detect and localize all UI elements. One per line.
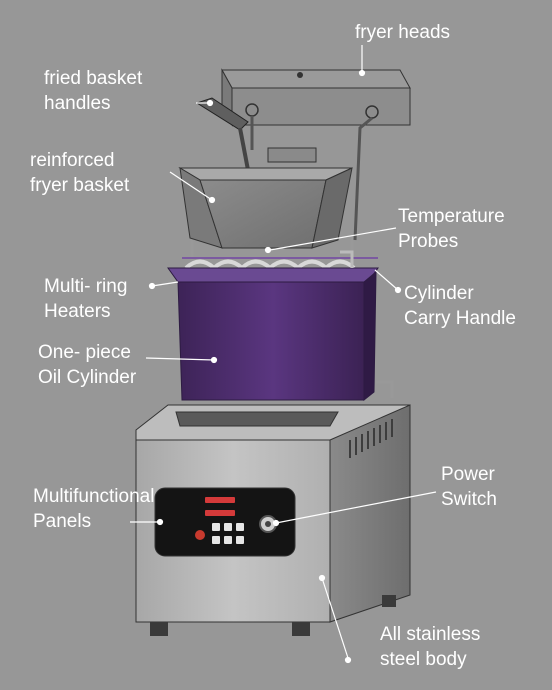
label-line: fried basket: [44, 68, 143, 89]
label-line: Carry Handle: [404, 308, 516, 329]
fryer-base: [135, 404, 411, 636]
label-line: Cylinder: [404, 283, 474, 304]
label-line: One- piece: [38, 342, 131, 363]
fryer-basket: [178, 167, 353, 249]
label-line: Multi- ring: [44, 276, 128, 297]
label-line: reinforced: [30, 150, 115, 171]
label-body: All stainless steel body: [380, 622, 480, 672]
label-fryer-heads: fryer heads: [355, 22, 451, 43]
display-digits: [205, 497, 235, 516]
label-panels: Multifunctional Panels: [33, 484, 154, 534]
label-ring-heaters: Multi- ring Heaters: [44, 274, 127, 324]
label-line: Switch: [441, 489, 497, 510]
label-line: steel body: [380, 649, 467, 670]
label-temperature-probes: Temperature Probes: [398, 204, 505, 254]
label-power-switch: Power Switch: [441, 462, 497, 512]
leader-lines: [130, 45, 437, 664]
oil-cylinder: [167, 250, 394, 402]
label-basket-handles: fried basket handles: [44, 66, 142, 116]
label-line: Oil Cylinder: [38, 367, 137, 388]
label-line: handles: [44, 93, 111, 114]
label-fryer-basket: reinforced fryer basket: [30, 148, 129, 198]
label-line: Temperature: [398, 206, 505, 227]
label-line: fryer basket: [30, 175, 130, 196]
keypad: [212, 523, 244, 544]
label-oil-cylinder: One- piece Oil Cylinder: [38, 340, 136, 390]
label-line: Probes: [398, 231, 459, 252]
label-line: Panels: [33, 511, 92, 532]
label-line: All stainless: [380, 624, 481, 645]
label-line: Power: [441, 464, 495, 485]
label-line: Heaters: [44, 301, 111, 322]
label-carry-handle: Cylinder Carry Handle: [404, 281, 516, 331]
label-line: Multifunctional: [33, 486, 155, 507]
